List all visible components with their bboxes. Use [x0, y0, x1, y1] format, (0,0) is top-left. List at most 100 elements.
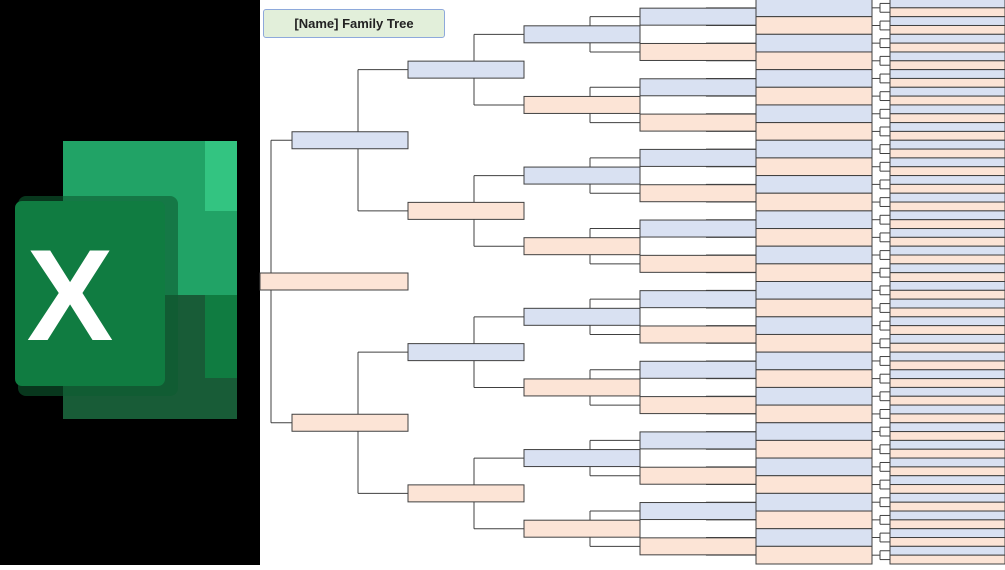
person-box	[889, 360, 1005, 371]
person-box	[755, 333, 873, 353]
person-box	[889, 42, 1005, 53]
person-box	[639, 219, 757, 238]
person-box	[889, 157, 1005, 168]
person-box	[523, 519, 641, 538]
person-box	[889, 104, 1005, 115]
person-box	[889, 325, 1005, 335]
person-box	[889, 457, 1005, 468]
person-box	[889, 0, 1005, 9]
person-box	[889, 95, 1005, 106]
person-box	[889, 148, 1005, 159]
person-box	[755, 51, 873, 71]
person-box	[889, 378, 1005, 388]
title-text: [Name] Family Tree	[294, 16, 414, 31]
person-box	[889, 351, 1005, 362]
person-box	[755, 545, 873, 565]
person-box	[639, 466, 757, 485]
excel-logo-panel: X	[0, 0, 260, 565]
person-box	[889, 77, 1005, 88]
person-box	[889, 298, 1005, 309]
title-banner[interactable]: [Name] Family Tree	[263, 9, 445, 38]
person-box	[889, 386, 1005, 397]
person-box	[889, 484, 1005, 494]
person-box	[755, 122, 873, 141]
person-box	[755, 298, 873, 318]
person-box	[889, 281, 1005, 291]
person-box	[755, 245, 873, 265]
person-box	[889, 175, 1005, 185]
person-box	[889, 545, 1005, 556]
person-box	[639, 42, 757, 61]
person-box	[407, 343, 525, 362]
person-box	[291, 413, 409, 432]
person-box	[755, 492, 873, 512]
person-box	[639, 113, 757, 132]
person-box	[889, 272, 1005, 282]
person-box	[755, 404, 873, 424]
person-box	[291, 131, 409, 150]
person-box	[523, 237, 641, 256]
person-box	[889, 554, 1005, 565]
person-box	[639, 78, 757, 97]
person-box	[889, 537, 1005, 547]
person-box	[755, 228, 873, 247]
person-box	[523, 307, 641, 326]
person-box	[889, 342, 1005, 353]
person-box	[889, 51, 1005, 62]
person-box	[755, 175, 873, 194]
person-box	[889, 307, 1005, 318]
person-box	[755, 263, 873, 282]
person-box	[889, 492, 1005, 503]
person-box	[639, 537, 757, 556]
person-box	[889, 369, 1005, 380]
person-box	[639, 431, 757, 450]
person-box	[889, 139, 1005, 150]
person-box	[889, 254, 1005, 265]
person-box	[889, 316, 1005, 327]
person-box	[755, 422, 873, 441]
person-box	[889, 475, 1005, 486]
person-box	[889, 501, 1005, 512]
person-box	[639, 502, 757, 521]
person-box	[755, 316, 873, 335]
person-box	[755, 457, 873, 477]
person-box	[889, 16, 1005, 26]
person-box	[259, 272, 409, 291]
person-box	[889, 519, 1005, 530]
person-box	[889, 228, 1005, 238]
person-box	[889, 263, 1005, 274]
person-box	[889, 404, 1005, 415]
person-box	[755, 351, 873, 371]
person-box	[889, 439, 1005, 450]
person-box	[407, 60, 525, 79]
person-box	[889, 33, 1005, 44]
person-box	[889, 219, 1005, 230]
person-box	[755, 528, 873, 547]
person-box	[755, 157, 873, 177]
person-box	[889, 413, 1005, 424]
person-box	[755, 281, 873, 300]
person-box	[755, 86, 873, 106]
person-box	[889, 130, 1005, 141]
person-box	[889, 24, 1005, 35]
person-box	[889, 289, 1005, 300]
person-box	[755, 33, 873, 53]
person-box	[755, 386, 873, 406]
person-box	[639, 7, 757, 26]
person-box	[755, 510, 873, 530]
person-box	[889, 122, 1005, 132]
person-box	[889, 245, 1005, 256]
person-box	[889, 86, 1005, 97]
excel-logo-icon: X	[15, 141, 237, 419]
person-box	[889, 431, 1005, 441]
person-box	[889, 466, 1005, 477]
logo-letter: X	[27, 222, 114, 368]
person-box	[755, 0, 873, 18]
person-box	[523, 166, 641, 185]
person-box	[889, 192, 1005, 203]
person-box	[755, 69, 873, 88]
person-box	[889, 333, 1005, 344]
person-box	[889, 210, 1005, 221]
person-box	[639, 360, 757, 379]
